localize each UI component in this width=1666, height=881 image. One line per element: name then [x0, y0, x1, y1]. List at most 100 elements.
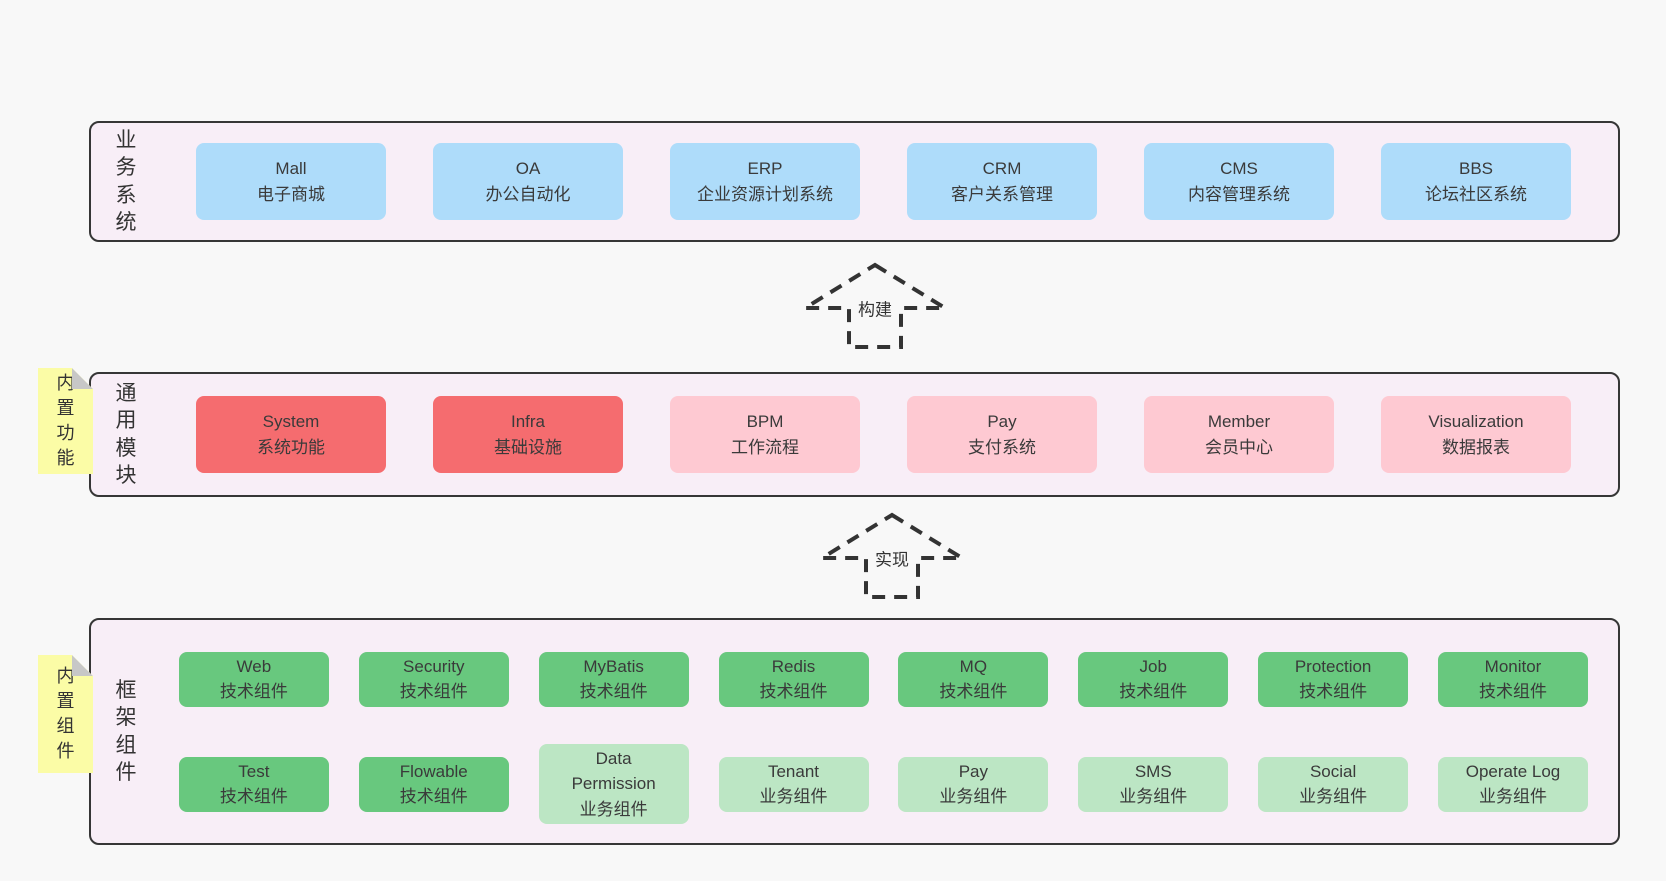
- box-subtitle: 技术组件: [759, 682, 828, 701]
- box-data-permission: Data Permission 业务组件: [538, 743, 689, 825]
- box-crm: CRM 客户关系管理: [907, 143, 1097, 220]
- sticky-note-builtin-features: 内置功能: [38, 368, 93, 474]
- box-subtitle: 论坛社区系统: [1425, 184, 1527, 204]
- box-title: Protection: [1294, 656, 1372, 676]
- box-title: SMS: [1134, 761, 1172, 781]
- box-title: Test: [238, 761, 270, 781]
- box-subtitle: 业务组件: [579, 799, 648, 819]
- box-mq: MQ 技术组件: [898, 651, 1049, 707]
- common-modules-label: 通用模块: [115, 381, 137, 487]
- dashed-up-arrow-icon: [817, 512, 967, 599]
- box-subtitle: 技术组件: [1299, 682, 1368, 701]
- box-title: Mall: [275, 159, 307, 178]
- box-subtitle: 办公自动化: [485, 184, 571, 204]
- box-subtitle: 技术组件: [399, 682, 468, 701]
- box-title: Operate Log: [1465, 761, 1561, 781]
- box-protection: Protection 技术组件: [1258, 651, 1409, 707]
- build-arrow-label: 构建: [854, 294, 896, 322]
- box-title: Redis: [771, 656, 816, 676]
- box-monitor: Monitor 技术组件: [1438, 651, 1588, 707]
- box-subtitle: 技术组件: [1479, 682, 1547, 701]
- box-tenant: Tenant 业务组件: [718, 756, 869, 812]
- box-subtitle: 工作流程: [731, 437, 799, 457]
- box-sms: SMS 业务组件: [1078, 756, 1229, 812]
- build-arrow-icon: 构建: [800, 262, 950, 350]
- box-subtitle: 技术组件: [399, 787, 468, 806]
- box-system: System 系统功能: [196, 396, 386, 473]
- box-subtitle: 客户关系管理: [951, 184, 1053, 204]
- box-subtitle: 内容管理系统: [1188, 184, 1290, 204]
- box-subtitle: 业务组件: [759, 787, 828, 806]
- box-operate-log: Operate Log 业务组件: [1438, 756, 1588, 812]
- framework-components-label: 框架组件: [115, 678, 137, 784]
- box-subtitle: 业务组件: [1299, 787, 1368, 806]
- box-bbs: BBS 论坛社区系统: [1381, 143, 1571, 220]
- box-title: Flowable: [399, 761, 468, 781]
- box-title: MQ: [959, 656, 988, 676]
- box-title: Member: [1207, 412, 1271, 431]
- dashed-up-arrow-icon: [800, 262, 950, 349]
- box-title: Web: [236, 656, 272, 676]
- box-infra: Infra 基础设施: [433, 396, 623, 473]
- box-subtitle: 技术组件: [579, 682, 648, 701]
- box-subtitle: 企业资源计划系统: [697, 184, 833, 204]
- box-title: Pay: [958, 761, 989, 781]
- business-systems-label: 业务系统: [115, 128, 137, 234]
- box-mybatis: MyBatis 技术组件: [538, 651, 689, 707]
- box-flowable: Flowable 技术组件: [358, 756, 509, 812]
- box-title: Security: [403, 656, 465, 676]
- box-social: Social 业务组件: [1258, 756, 1409, 812]
- box-member: Member 会员中心: [1144, 396, 1334, 473]
- box-title: Data Permission: [571, 748, 656, 794]
- box-title: Visualization: [1428, 412, 1524, 431]
- box-erp: ERP 企业资源计划系统: [670, 143, 860, 220]
- box-security: Security 技术组件: [358, 651, 509, 707]
- box-title: Social: [1309, 761, 1357, 781]
- box-subtitle: 业务组件: [1119, 787, 1188, 806]
- box-title: Infra: [510, 412, 546, 431]
- box-title: MyBatis: [583, 656, 644, 676]
- box-title: ERP: [747, 159, 783, 178]
- box-subtitle: 支付系统: [968, 437, 1036, 457]
- box-subtitle: 业务组件: [1479, 787, 1547, 806]
- box-pay: Pay 业务组件: [898, 756, 1049, 812]
- box-subtitle: 系统功能: [257, 437, 325, 457]
- box-cms: CMS 内容管理系统: [1144, 143, 1334, 220]
- box-subtitle: 数据报表: [1442, 437, 1510, 457]
- box-title: Tenant: [767, 761, 820, 781]
- box-visualization: Visualization 数据报表: [1381, 396, 1571, 473]
- box-bpm: BPM 工作流程: [670, 396, 860, 473]
- box-subtitle: 基础设施: [494, 437, 562, 457]
- box-subtitle: 技术组件: [939, 682, 1008, 701]
- box-test: Test 技术组件: [178, 756, 329, 812]
- box-web: Web 技术组件: [178, 651, 329, 707]
- box-title: BPM: [746, 412, 784, 431]
- box-subtitle: 技术组件: [219, 682, 288, 701]
- box-title: Job: [1139, 656, 1167, 676]
- box-subtitle: 会员中心: [1205, 437, 1273, 457]
- box-title: CRM: [982, 159, 1022, 178]
- box-oa: OA 办公自动化: [433, 143, 623, 220]
- box-title: Monitor: [1484, 656, 1542, 676]
- box-title: OA: [515, 159, 541, 178]
- box-subtitle: 业务组件: [939, 787, 1008, 806]
- implement-arrow-label: 实现: [871, 544, 913, 572]
- box-redis: Redis 技术组件: [718, 651, 869, 707]
- box-title: BBS: [1458, 159, 1494, 178]
- sticky-note-builtin-components: 内置组件: [38, 655, 93, 773]
- box-title: System: [262, 412, 320, 431]
- box-title: CMS: [1220, 159, 1258, 178]
- implement-arrow-icon: 实现: [817, 512, 967, 600]
- box-job: Job 技术组件: [1078, 651, 1229, 707]
- box-subtitle: 技术组件: [1119, 682, 1188, 701]
- box-subtitle: 技术组件: [219, 787, 288, 806]
